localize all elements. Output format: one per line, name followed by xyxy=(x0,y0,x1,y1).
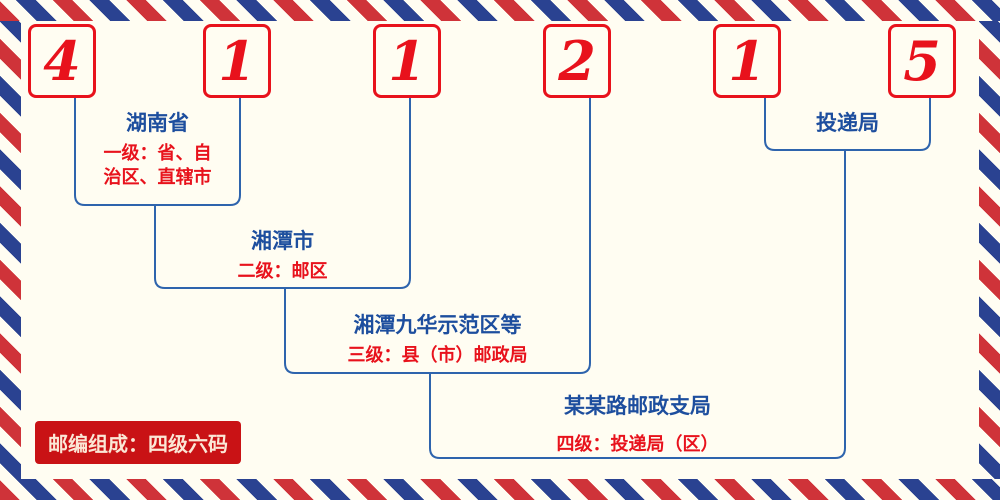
bracket-level-1 xyxy=(74,98,241,206)
digit-box-5: 1 xyxy=(713,24,781,98)
level-2-desc: 二级：邮区 xyxy=(237,261,328,283)
bracket-level-4 xyxy=(429,150,846,459)
label-level-3: 湘潭九华示范区等 三级：县（市）邮政局 xyxy=(285,312,590,368)
digit-6: 5 xyxy=(903,29,941,93)
level-2-name: 湘潭市 xyxy=(251,229,314,253)
label-level-1: 湖南省 一级：省、自 治区、直辖市 xyxy=(75,110,240,189)
label-delivery-office: 投递局 xyxy=(765,110,930,136)
bracket-level-2 xyxy=(154,98,411,289)
airmail-border-bottom xyxy=(0,479,1000,500)
digit-box-2: 1 xyxy=(203,24,271,98)
digit-3: 1 xyxy=(388,29,426,93)
digit-5: 1 xyxy=(728,29,766,93)
digit-2: 1 xyxy=(218,29,256,93)
level-3-name: 湘潭九华示范区等 xyxy=(353,313,522,337)
digit-box-3: 1 xyxy=(373,24,441,98)
digit-box-4: 2 xyxy=(543,24,611,98)
airmail-border-top xyxy=(0,0,1000,21)
level-1-desc: 一级：省、自 治区、直辖市 xyxy=(103,143,212,188)
digit-1: 4 xyxy=(43,29,81,93)
airmail-border-left xyxy=(0,0,21,500)
airmail-border-right xyxy=(979,0,1000,500)
level-1-name: 湖南省 xyxy=(126,111,189,135)
level-4-name: 某某路邮政支局 xyxy=(564,394,711,418)
bracket-delivery xyxy=(764,98,931,151)
delivery-office-name: 投递局 xyxy=(816,111,879,135)
level-3-desc: 三级：县（市）邮政局 xyxy=(347,345,528,367)
bracket-level-3 xyxy=(284,98,591,374)
digit-box-6: 5 xyxy=(888,24,956,98)
composition-badge: 邮编组成：四级六码 xyxy=(35,421,241,464)
level-4-desc: 四级：投递局（区） xyxy=(556,434,719,456)
label-level-4: 某某路邮政支局 四级：投递局（区） xyxy=(430,393,845,457)
label-level-2: 湘潭市 二级：邮区 xyxy=(155,228,410,284)
digit-4: 2 xyxy=(558,29,596,93)
digit-box-1: 4 xyxy=(28,24,96,98)
